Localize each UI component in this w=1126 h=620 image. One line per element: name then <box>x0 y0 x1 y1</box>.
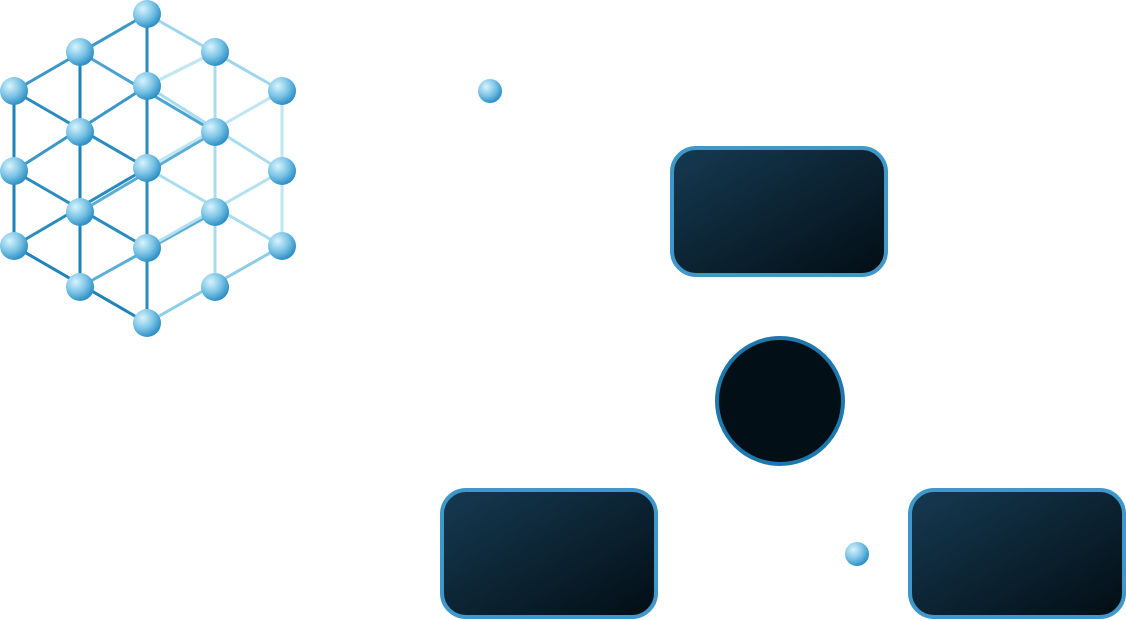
lattice-cube-icon <box>0 0 296 337</box>
node-box-top <box>670 146 888 277</box>
connector-dot-icon <box>845 542 869 566</box>
node-box-bottom-left <box>440 488 658 619</box>
connector-dot-icon <box>478 79 502 103</box>
lattice-nodes <box>0 0 296 337</box>
node-box-bottom-right <box>908 488 1126 619</box>
node-center-circle <box>715 336 845 466</box>
